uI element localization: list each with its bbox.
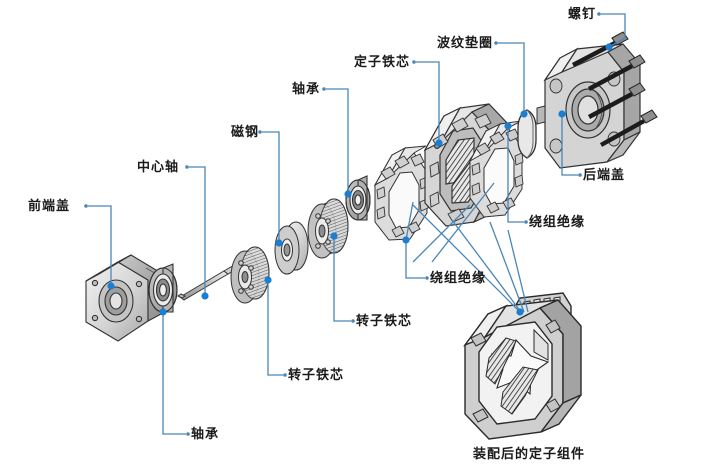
leader-rotor-core-upper xyxy=(333,236,351,322)
leader-center-shaft xyxy=(189,166,206,296)
leader-bearing-top xyxy=(326,88,349,194)
leader-stator-core xyxy=(416,61,440,143)
leader-front-end-cap xyxy=(88,205,112,286)
label-stator-core: 定子铁芯 xyxy=(354,55,411,70)
assembled-stator-part xyxy=(462,292,582,440)
leader-magnet-steel xyxy=(262,131,280,243)
insulation-a-part xyxy=(373,145,429,241)
bearing-front-part xyxy=(148,263,178,313)
bearing-rear-part xyxy=(345,175,371,221)
leader-anchor-dots xyxy=(107,43,613,316)
leader-bearing-bottom xyxy=(162,312,186,435)
label-rotor-core-lower: 转子铁芯 xyxy=(288,368,345,383)
screws-part xyxy=(571,31,658,147)
leader-wi-mid-a xyxy=(405,201,414,241)
label-bearing-bottom: 轴承 xyxy=(191,427,220,442)
label-center-shaft: 中心轴 xyxy=(137,160,180,175)
leader-rear-end-cap xyxy=(561,114,578,176)
label-wave-washer: 波纹垫圈 xyxy=(437,36,494,51)
leader-assembly-c xyxy=(489,221,525,313)
leader-assembly-d xyxy=(507,229,529,313)
leader-dots-label-side xyxy=(84,12,601,436)
leader-rotor-core-lower xyxy=(267,280,283,376)
label-screw: 螺钉 xyxy=(568,7,597,22)
leader-wi-mid-c xyxy=(431,182,495,263)
wave-washer-part xyxy=(517,109,537,159)
magnet-part xyxy=(274,221,309,275)
leader-assembly-a xyxy=(412,204,521,313)
label-bearing-top: 轴承 xyxy=(292,82,321,97)
label-magnet-steel: 磁钢 xyxy=(231,125,260,140)
label-front-end-cap: 前端盖 xyxy=(28,199,71,214)
leader-assembly-b xyxy=(451,219,522,313)
caption-assembled-stator: 装配后的定子组件 xyxy=(473,447,586,462)
front-end-cap-part xyxy=(85,254,162,342)
insulation-b-part xyxy=(468,120,524,218)
label-winding-insulation-mid: 绕组绝缘 xyxy=(430,271,487,286)
label-rear-end-cap: 后端盖 xyxy=(583,168,626,183)
rotor-core-a-part xyxy=(230,246,270,304)
leader-wave-washer xyxy=(498,42,525,114)
label-rotor-core-upper: 转子铁芯 xyxy=(356,314,413,329)
label-winding-insulation-right: 绕组绝缘 xyxy=(529,215,586,230)
leader-winding-insulation-right xyxy=(507,126,524,223)
leader-winding-insulation-mid xyxy=(405,240,425,279)
leader-screw xyxy=(601,13,626,48)
